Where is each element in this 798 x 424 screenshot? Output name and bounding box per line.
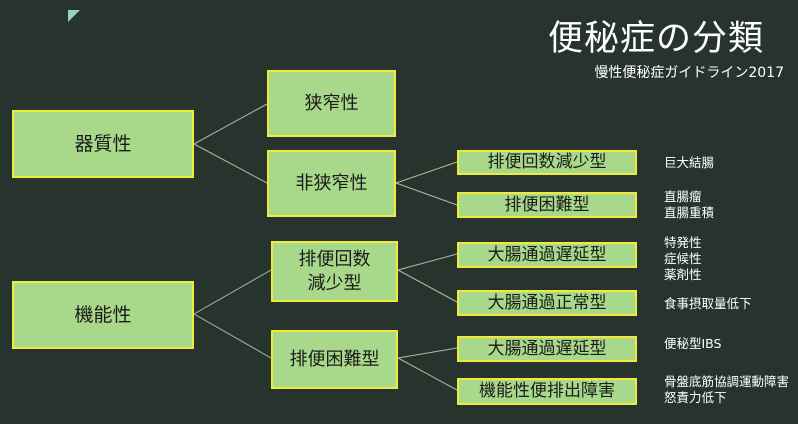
note-pelvic-floor: 骨盤底筋協調運動障害 怒責力低下	[664, 374, 789, 406]
node-non-stricture-label: 非狭窄性	[295, 172, 368, 194]
page-title: 便秘症の分類	[547, 19, 764, 59]
node-functional-label: 機能性	[74, 303, 132, 326]
node-functional-defecation-disorder-label: 機能性便排出障害	[479, 381, 615, 402]
node-functional-reduced-frequency-line2: 減少型	[307, 272, 362, 294]
node-slow-transit-2: 大腸通過遅延型	[457, 336, 637, 362]
note-line: 特発性	[664, 235, 702, 250]
note-line: 症候性	[664, 251, 702, 266]
node-organic-evacuation-difficulty: 排便困難型	[457, 192, 637, 218]
connector-nonstricture-difficulty	[395, 182, 458, 206]
connector-reduced-slow	[397, 253, 458, 271]
node-organic-reduced-frequency: 排便回数減少型	[457, 150, 637, 175]
node-organic-reduced-frequency-label: 排便回数減少型	[487, 152, 607, 173]
note-rectocele: 直腸瘤 直腸重積	[664, 189, 714, 221]
note-line: 直腸重積	[664, 205, 715, 220]
node-functional-defecation-disorder: 機能性便排出障害	[457, 378, 637, 405]
node-functional-evacuation-difficulty-label: 排便困難型	[289, 348, 380, 370]
note-megacolon: 巨大結腸	[664, 155, 714, 171]
note-reduced-intake: 食事摂取量低下	[664, 296, 752, 312]
connector-organic-nonstricture	[193, 143, 268, 184]
node-normal-transit-label: 大腸通過正常型	[487, 292, 607, 313]
node-organic-evacuation-difficulty-label: 排便困難型	[504, 194, 590, 215]
node-functional-evacuation-difficulty: 排便困難型	[271, 330, 398, 389]
connector-organic-stricture	[193, 103, 268, 145]
node-non-stricture: 非狭窄性	[267, 150, 396, 217]
node-normal-transit: 大腸通過正常型	[457, 290, 637, 316]
node-stricture-label: 狭窄性	[304, 92, 359, 114]
note-line: 便秘型IBS	[664, 336, 722, 351]
connector-functional-reduced	[193, 269, 272, 315]
node-slow-transit-1: 大腸通過遅延型	[457, 242, 637, 268]
node-functional: 機能性	[12, 281, 194, 349]
node-stricture: 狭窄性	[267, 70, 396, 137]
note-ibs: 便秘型IBS	[664, 336, 721, 352]
note-line: 怒責力低下	[664, 390, 727, 405]
note-slow-transit-causes: 特発性 症候性 薬剤性	[664, 235, 702, 283]
note-line: 巨大結腸	[664, 155, 715, 170]
node-functional-reduced-frequency-line1: 排便回数	[298, 249, 371, 271]
connector-difficulty-slow	[397, 347, 458, 359]
node-slow-transit-1-label: 大腸通過遅延型	[487, 244, 607, 265]
connector-functional-difficulty	[193, 313, 272, 359]
connector-reduced-normal	[397, 269, 458, 303]
node-functional-reduced-frequency: 排便回数 減少型	[271, 241, 398, 302]
note-line: 直腸瘤	[664, 189, 702, 204]
corner-triangle-icon	[68, 10, 80, 22]
node-organic: 器質性	[12, 110, 194, 178]
note-line: 薬剤性	[664, 267, 702, 282]
connector-difficulty-functional	[397, 357, 458, 391]
connector-nonstricture-reduced	[395, 161, 458, 184]
note-line: 骨盤底筋協調運動障害	[664, 374, 790, 389]
node-slow-transit-2-label: 大腸通過遅延型	[487, 338, 607, 359]
page-subtitle: 慢性便秘症ガイドライン2017	[594, 65, 784, 81]
note-line: 食事摂取量低下	[664, 296, 752, 311]
node-organic-label: 器質性	[74, 132, 132, 155]
